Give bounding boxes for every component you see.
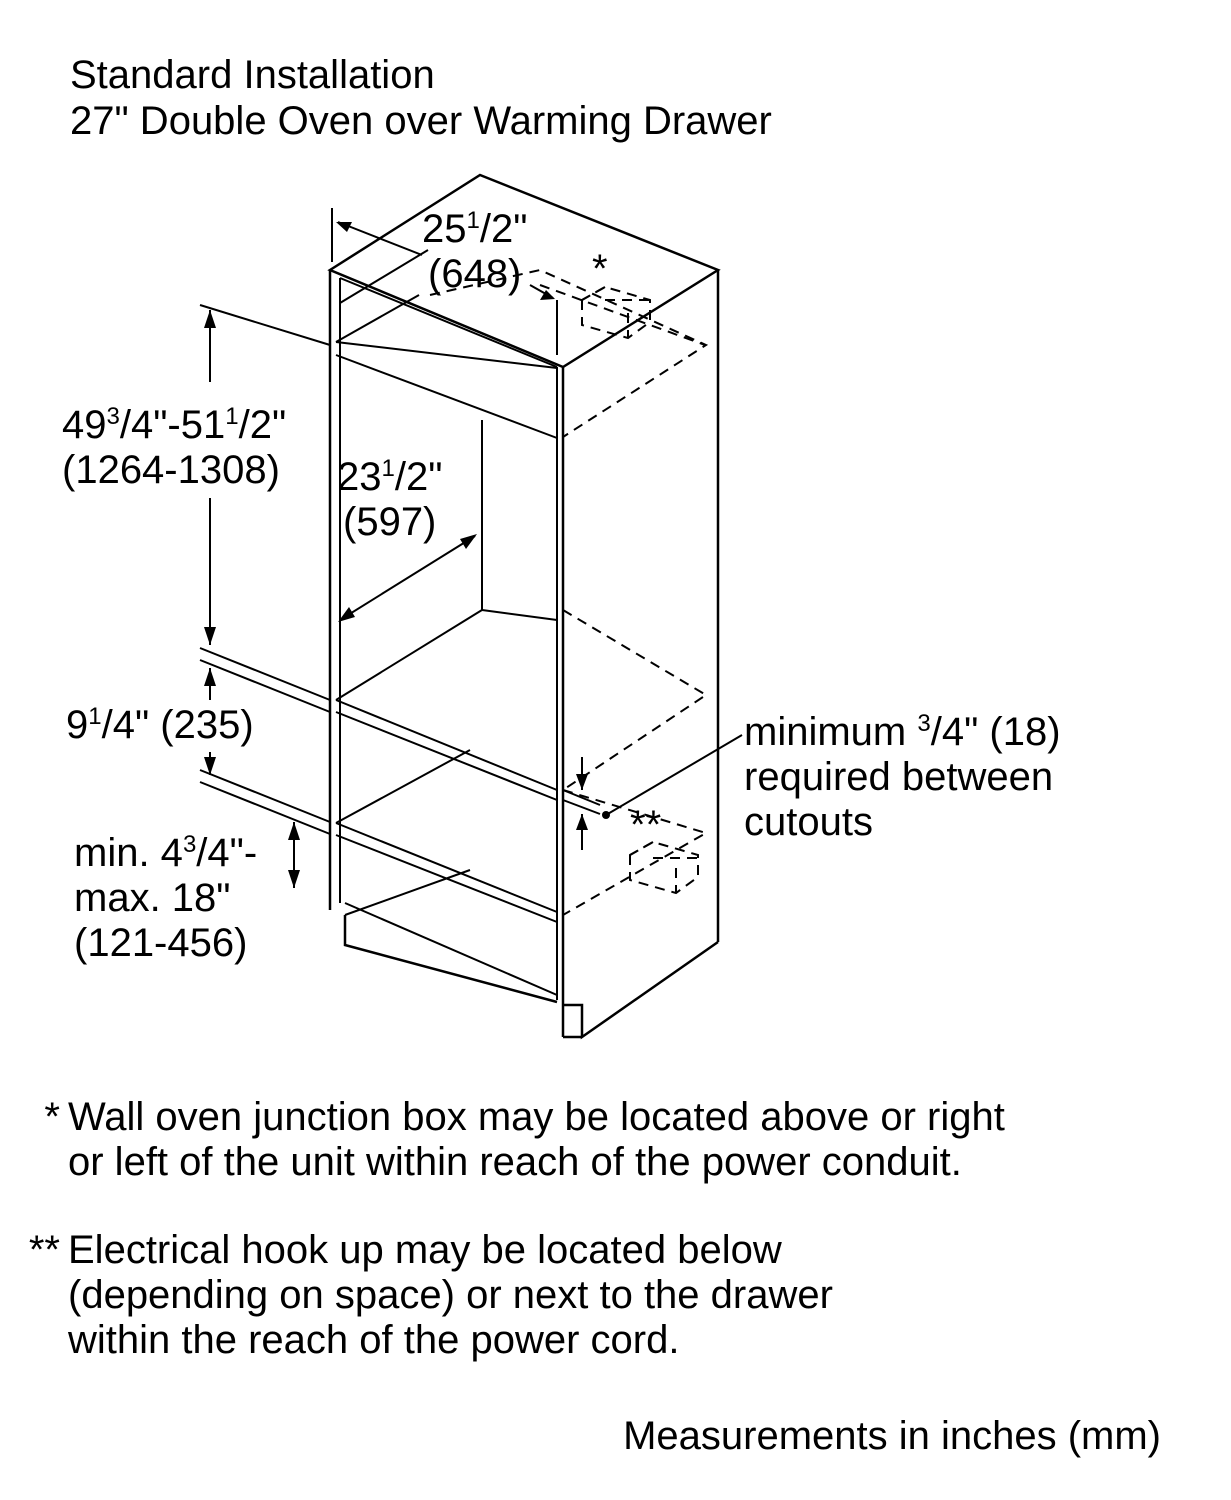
depth-label: 231/2"	[337, 455, 442, 499]
note-hookup-marker: **	[28, 1228, 60, 1272]
top-width-mm: (648)	[428, 252, 521, 296]
hidden-oven-shelf	[562, 609, 708, 791]
oven-shelf-bottom	[335, 711, 558, 801]
cabinet-outline	[327, 173, 721, 1040]
title-block: Standard Installation 27" Double Oven ov…	[70, 52, 772, 144]
cutout-height-dimension: 493/4"-511/2" (1264-1308)	[62, 304, 331, 645]
opening-top-rail-1	[339, 277, 558, 368]
junction-box-icon: *	[581, 247, 651, 340]
top-width-label: 251/2"	[422, 207, 527, 251]
title-line-1: Standard Installation	[70, 53, 435, 97]
between-cutouts-line-2: required between	[744, 755, 1053, 799]
cabinet-toe-front	[343, 915, 558, 1004]
bottom-shelf-front	[344, 902, 558, 996]
note-hookup-text: Electrical hook up may be located below …	[68, 1228, 833, 1363]
base-height-line-1: min. 43/4"-	[74, 831, 257, 875]
note-junction-box-text: Wall oven junction box may be located ab…	[68, 1095, 1005, 1185]
oven-shelf-back	[335, 609, 483, 701]
hookup-box-marker: **	[630, 803, 661, 847]
oven-shelf-top	[335, 699, 558, 791]
bottom-shelf-back	[344, 869, 471, 916]
opening-upper-shelf-top	[335, 341, 558, 369]
hidden-lines	[429, 268, 709, 916]
note-hookup-line-2: (depending on space) or next to the draw…	[68, 1273, 833, 1317]
cabinet-toe-right	[563, 940, 719, 1040]
drawer-shelf-back	[335, 749, 471, 824]
hookup-box-icon: **	[629, 803, 699, 895]
top-width-dimension: 251/2" (648)	[331, 207, 558, 355]
between-cutouts-line-3: cutouts	[744, 800, 873, 844]
title-line-2: 27" Double Oven over Warming Drawer	[70, 99, 772, 143]
drawer-height-label: 91/4" (235)	[66, 703, 254, 747]
note-junction-box-marker: *	[44, 1095, 60, 1139]
between-cutouts-dimension: minimum 3/4" (18) required between cutou…	[562, 710, 1061, 850]
depth-mm: (597)	[343, 500, 436, 544]
base-height-dimension: min. 43/4"- max. 18" (121-456)	[74, 822, 300, 965]
note-junction-box-line-2: or left of the unit within reach of the …	[68, 1140, 962, 1184]
note-hookup-line-3: within the reach of the power cord.	[68, 1318, 680, 1362]
hidden-back-top	[539, 284, 706, 346]
hidden-top-shelf	[429, 268, 709, 438]
top-width-arrow-left	[336, 222, 352, 232]
base-height-line-3: (121-456)	[74, 921, 247, 965]
opening-top-rail-2	[339, 249, 429, 304]
cutout-height-label: 493/4"-511/2"	[62, 403, 286, 447]
drawer-shelf-top	[335, 822, 558, 913]
opening-upper-shelf-back	[335, 294, 420, 343]
drawer-height-dimension: 91/4" (235)	[66, 647, 331, 835]
note-junction-box-line-1: Wall oven junction box may be located ab…	[68, 1095, 1005, 1139]
oven-cavity-floor-back	[481, 609, 558, 621]
depth-dimension: 231/2" (597)	[337, 455, 477, 622]
top-width-arrow-right	[540, 290, 555, 300]
hidden-drawer-shelf	[562, 789, 709, 916]
opening-upper-shelf-bot	[335, 354, 558, 439]
between-cutouts-line-1: minimum 3/4" (18)	[744, 710, 1061, 754]
measurement-units-note: Measurements in inches (mm)	[623, 1414, 1161, 1458]
base-height-line-2: max. 18"	[74, 876, 230, 920]
junction-box-marker: *	[592, 247, 608, 291]
cutout-height-mm: (1264-1308)	[62, 448, 280, 492]
note-hookup-line-1: Electrical hook up may be located below	[68, 1228, 782, 1272]
cabinet-top-face	[327, 173, 721, 369]
